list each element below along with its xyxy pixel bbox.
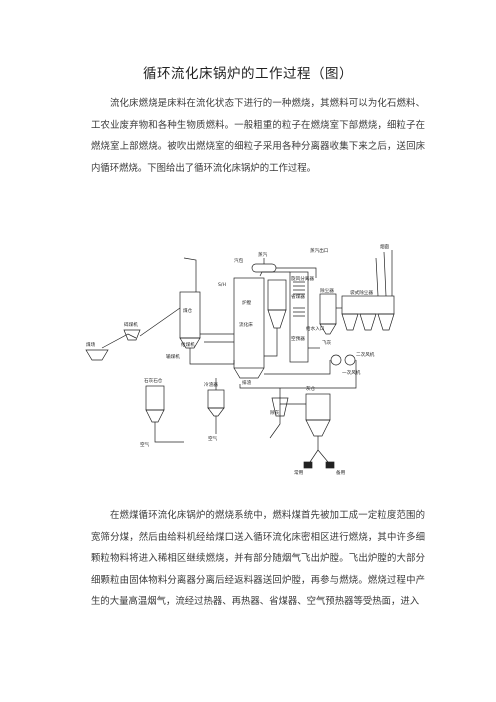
- precipitator-shape: [319, 293, 337, 325]
- label-normal: 常用: [294, 469, 304, 476]
- cfb-boiler-diagram: 蒸汽 蒸汽出口 汽包 S/H 旋风分离器 省煤器 空预器 煤仓 给煤机 碎煤机 …: [85, 243, 395, 476]
- label-furnace: 炉膛: [242, 299, 252, 306]
- label-feeder: 给煤机: [181, 341, 195, 348]
- drum-shape: [251, 263, 277, 273]
- crusher-shape: [123, 329, 141, 341]
- label-economizer: 省煤器: [291, 293, 305, 300]
- primary-fan-shape: [344, 354, 356, 366]
- label-air-2: 空气: [208, 435, 218, 442]
- label-cyclone: 旋风分离器: [291, 275, 314, 282]
- label-standby: 备用: [336, 469, 346, 476]
- cyclone-shape: [267, 279, 287, 311]
- bag-filter-shape: [341, 295, 395, 315]
- furnace-shape: [233, 277, 265, 369]
- label-ash-handling: 除灰: [270, 409, 280, 416]
- label-steam: 蒸汽: [258, 251, 268, 258]
- paragraph-combustion-system: 在燃煤循环流化床锅炉的燃烧系统中，燃料煤首先被加工成一定粒度范围的宽筛分煤，然后…: [91, 510, 425, 607]
- label-bed-ash: 排渣: [242, 379, 252, 386]
- label-ash-cooler: 冷渣器: [204, 381, 218, 388]
- conveyor-belt-1: [101, 333, 137, 349]
- limestone-bin-shape: [145, 385, 165, 411]
- label-primary-fan: 一次风机: [342, 369, 361, 376]
- label-limestone-bin: 石灰石仓: [144, 377, 163, 384]
- label-air: 空气: [140, 441, 150, 448]
- ash-cooler-shape: [207, 389, 225, 409]
- ash-silo-shape: [305, 393, 331, 421]
- label-coal-bin: 煤仓: [183, 307, 193, 314]
- backpass-shape: [289, 271, 309, 363]
- label-steam-outlet: 蒸汽出口: [310, 247, 329, 254]
- label-fly-ash: 飞灰: [322, 339, 332, 346]
- page-title: 循环流化床锅炉的工作过程（图）: [143, 66, 353, 82]
- label-coal-yard: 煤场: [86, 341, 96, 348]
- coal-yard-shape: [85, 349, 109, 361]
- label-air-heater: 空预器: [291, 335, 305, 342]
- label-ash-silo: 灰仓: [306, 385, 316, 392]
- paragraph-intro: 流化床燃烧是床料在流化状态下进行的一种燃烧，其燃料可以为化石燃料、工农业废弃物和…: [91, 98, 425, 174]
- label-conveyor: 输煤机: [166, 353, 180, 360]
- label-precipitator: 除尘器: [320, 287, 334, 294]
- label-loop-seal: 流化床: [239, 321, 253, 328]
- chimney-shape: [375, 250, 393, 297]
- label-superheater: S/H: [218, 282, 226, 288]
- label-chimney: 烟囱: [380, 243, 390, 250]
- label-water-inlet: 给水入口: [306, 325, 325, 332]
- label-bag-filter: 袋式除尘器: [350, 289, 373, 296]
- label-drum: 汽包: [234, 257, 244, 264]
- label-secondary-fan: 二次风机: [356, 351, 375, 358]
- label-crusher: 碎煤机: [124, 321, 138, 328]
- coal-bin-shape: [179, 291, 201, 339]
- secondary-fan-shape: [330, 354, 342, 366]
